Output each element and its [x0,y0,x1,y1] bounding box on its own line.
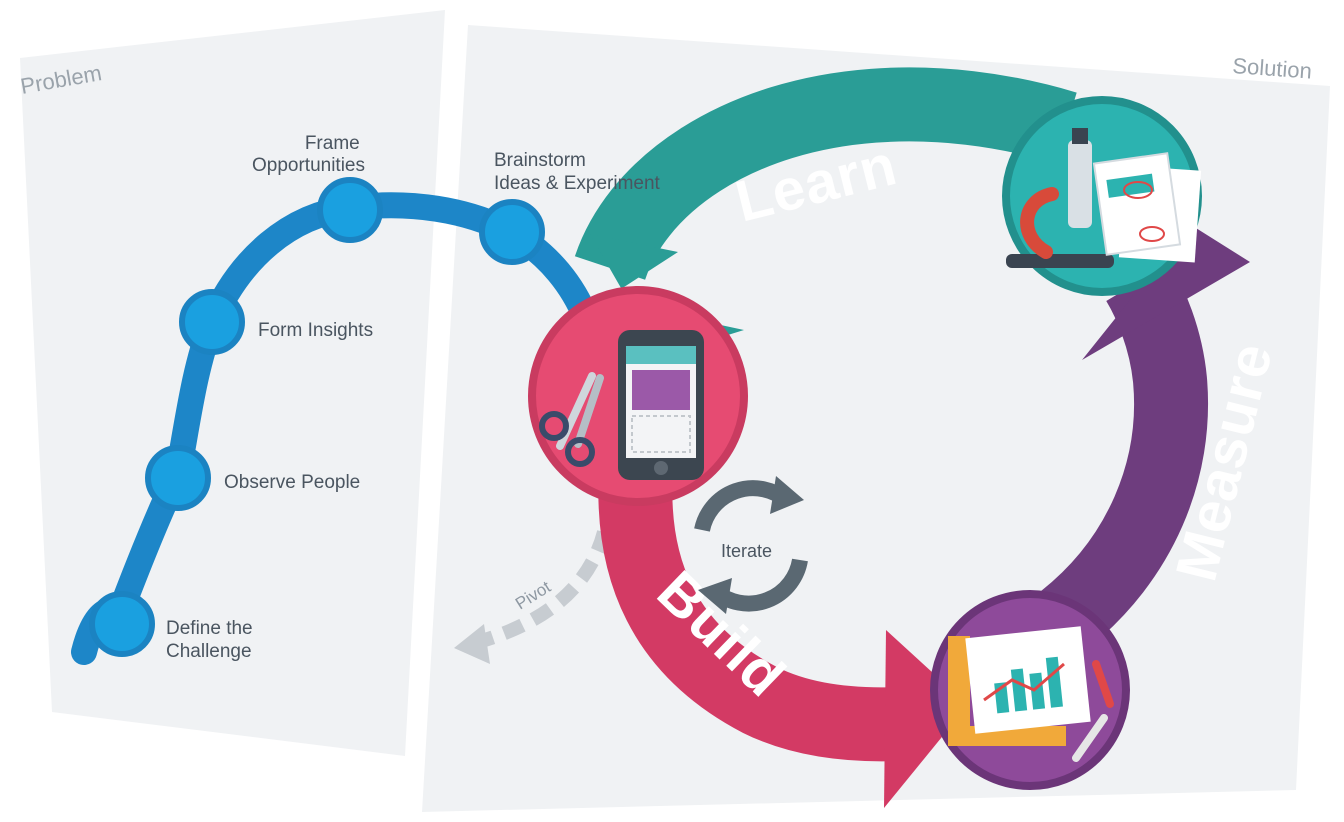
step-label-insights: Form Insights [258,320,373,341]
step-node-observe [145,445,211,511]
step-label-observe: Observe People [224,472,360,493]
solution-label: Solution [1232,53,1313,83]
scissors-icon [539,372,604,467]
step-node-brainstorm [479,199,545,265]
build-circle [528,286,748,506]
chart-board-icon [948,626,1114,762]
pivot-arrow [476,530,611,649]
iterate-label: Iterate [721,541,772,561]
step-label-define: Define the Challenge [166,618,258,662]
step-label-frame: Frame Opportunities [252,133,365,176]
pivot-arrowhead [454,624,490,664]
step-label-brainstorm: Brainstorm Ideas & Experiment [494,150,661,194]
phone-icon [618,330,704,480]
learn-circle [1002,96,1202,296]
step-node-insights [179,289,245,355]
build-arc [598,467,902,762]
build-arrowhead [884,630,968,808]
papers-icon [1092,152,1202,263]
microscope-icon [1006,128,1114,268]
step-node-frame [317,177,383,243]
iterate-loop [694,476,808,614]
measure-arrowhead [1082,218,1250,360]
step-node-define [89,591,155,657]
learn-arc [574,67,1077,281]
measure-circle [930,590,1130,790]
